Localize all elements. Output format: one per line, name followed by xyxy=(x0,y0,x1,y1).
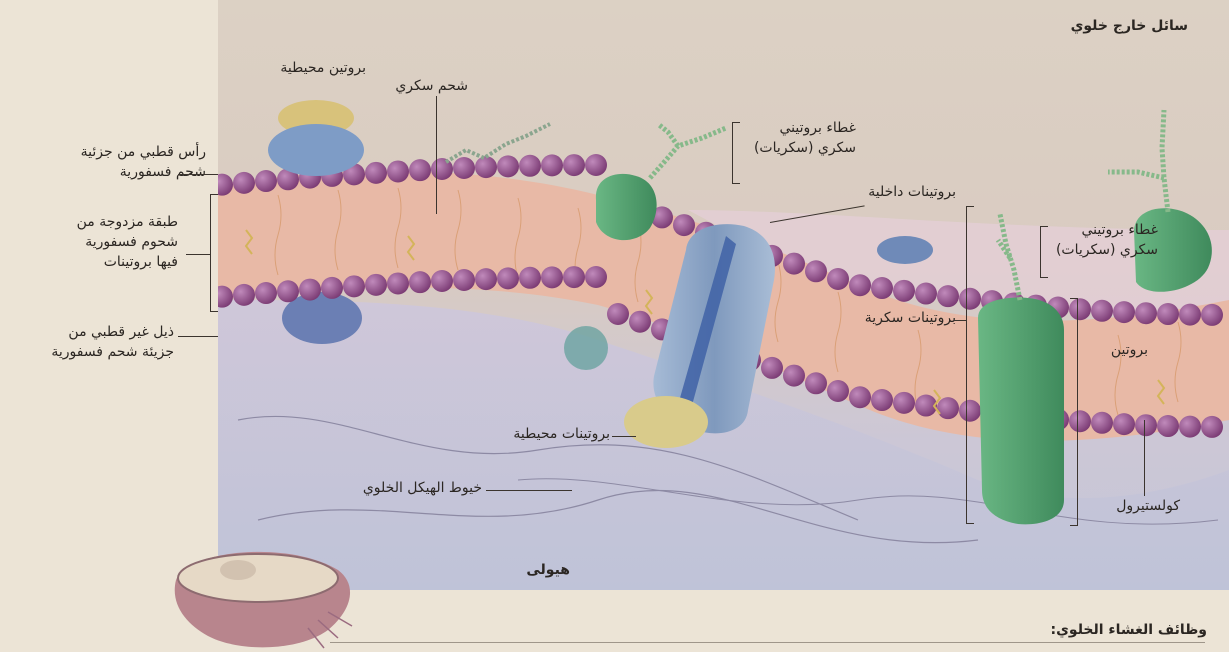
phospholipid-head xyxy=(233,172,255,194)
phospholipid-head xyxy=(387,160,409,182)
bracket-coat-2 xyxy=(1040,226,1048,278)
phospholipid-head xyxy=(321,277,343,299)
phospholipid-head xyxy=(255,282,277,304)
phospholipid-head xyxy=(409,271,431,293)
phospholipid-head xyxy=(915,283,937,305)
phospholipid-head xyxy=(607,303,629,325)
label-phospholipid-bilayer: طبقة مزدوجة من شحوم فسفورية فيها بروتينا… xyxy=(0,212,178,272)
bracket-bilayer xyxy=(210,194,218,312)
phospholipid-head xyxy=(1201,416,1223,438)
cell-inset xyxy=(168,540,368,652)
phospholipid-head xyxy=(827,268,849,290)
phospholipid-head xyxy=(1113,413,1135,435)
phospholipid-head xyxy=(1091,300,1113,322)
phospholipid-head xyxy=(1201,304,1223,326)
phospholipid-head xyxy=(805,372,827,394)
glycoprotein-right xyxy=(978,298,1064,525)
bracket-glycoproteins xyxy=(966,206,974,524)
label-glycolipid: شحم سكري xyxy=(350,76,468,96)
phospholipid-head xyxy=(409,159,431,181)
footer-rule xyxy=(330,642,1205,643)
phospholipid-head xyxy=(937,285,959,307)
phospholipid-head xyxy=(453,269,475,291)
sugar-chain-3 xyxy=(1108,110,1168,212)
leader-peripheral-bottom xyxy=(612,436,636,437)
label-peripheral-proteins-bottom: بروتينات محيطية xyxy=(470,424,610,444)
phospholipid-head xyxy=(849,386,871,408)
phospholipid-head xyxy=(519,155,541,177)
phospholipid-head xyxy=(475,268,497,290)
phospholipid-head xyxy=(871,389,893,411)
phospholipid-head xyxy=(1135,414,1157,436)
phospholipid-head xyxy=(1157,415,1179,437)
phospholipid-head xyxy=(937,397,959,419)
phospholipid-head xyxy=(849,274,871,296)
phospholipid-head xyxy=(1179,416,1201,438)
glycoprotein-mid xyxy=(596,174,657,240)
label-cytoskeleton: خيوط الهيكل الخلوي xyxy=(318,478,482,498)
sugar-chain-1 xyxy=(650,124,726,178)
phospholipid-head xyxy=(893,392,915,414)
phospholipid-head xyxy=(783,253,805,275)
phospholipid-head xyxy=(299,279,321,301)
bracket-coat-1 xyxy=(732,122,740,184)
phospholipid-head xyxy=(563,266,585,288)
phospholipid-head xyxy=(541,266,563,288)
phospholipid-head xyxy=(343,275,365,297)
label-nonpolar-tail: ذيل غير قطبي من جزيئة شحم فسفورية xyxy=(0,322,174,362)
region-cytoplasm: هيولى xyxy=(470,560,570,580)
phospholipid-head xyxy=(497,155,519,177)
label-glycoprotein-coat-1: غطاء بروتيني سكري (سكريات) xyxy=(740,118,856,158)
label-glycoprotein-coat-2: غطاء بروتيني سكري (سكريات) xyxy=(1046,220,1158,260)
phospholipid-head xyxy=(233,284,255,306)
phospholipid-head xyxy=(1113,301,1135,323)
phospholipid-head xyxy=(871,277,893,299)
label-peripheral-protein-top: بروتين محيطية xyxy=(230,58,366,78)
phospholipid-head xyxy=(431,270,453,292)
bracket-protein xyxy=(1070,298,1078,526)
region-extracellular: سائل خارج خلوي xyxy=(1000,16,1188,36)
phospholipid-head xyxy=(277,280,299,302)
phospholipid-head xyxy=(761,357,783,379)
phospholipid-head xyxy=(783,365,805,387)
phospholipid-head xyxy=(255,170,277,192)
teal-protein-lower xyxy=(564,326,608,370)
phospholipid-head xyxy=(1157,303,1179,325)
leader-glycolipid xyxy=(436,96,437,214)
label-polar-head: رأس قطبي من جزئية شحم فسفورية xyxy=(0,142,206,182)
integral-protein-left xyxy=(268,124,364,176)
phospholipid-head xyxy=(585,266,607,288)
leader-bilayer xyxy=(186,254,210,255)
phospholipid-head xyxy=(1091,412,1113,434)
phospholipid-head xyxy=(541,154,563,176)
phospholipid-head xyxy=(1179,304,1201,326)
phospholipid-head xyxy=(453,157,475,179)
leader-glycoproteins xyxy=(954,320,966,321)
phospholipid-head xyxy=(431,158,453,180)
phospholipid-head xyxy=(1135,302,1157,324)
section-heading: وظائف الغشاء الخلوي: xyxy=(1050,622,1207,638)
phospholipid-head xyxy=(387,272,409,294)
peripheral-protein-bottom xyxy=(624,396,708,448)
phospholipid-head xyxy=(827,380,849,402)
phospholipid-head xyxy=(673,214,695,236)
phospholipid-head xyxy=(893,280,915,302)
label-cholesterol: كولستيرول xyxy=(1096,496,1180,516)
phospholipid-head xyxy=(519,267,541,289)
internal-protein xyxy=(877,236,933,264)
leader-cytoskeleton xyxy=(486,490,572,491)
phospholipid-head xyxy=(365,274,387,296)
leader-cholesterol xyxy=(1144,420,1145,496)
label-glycoproteins: بروتينات سكرية xyxy=(818,308,956,328)
phospholipid-head xyxy=(497,267,519,289)
label-protein: بروتين xyxy=(1096,340,1148,360)
label-internal-proteins: بروتينات داخلية xyxy=(832,182,956,202)
phospholipid-head xyxy=(475,156,497,178)
phospholipid-head xyxy=(365,162,387,184)
phospholipid-head xyxy=(629,311,651,333)
phospholipid-head xyxy=(585,154,607,176)
phospholipid-head xyxy=(563,154,585,176)
phospholipid-head xyxy=(805,260,827,282)
